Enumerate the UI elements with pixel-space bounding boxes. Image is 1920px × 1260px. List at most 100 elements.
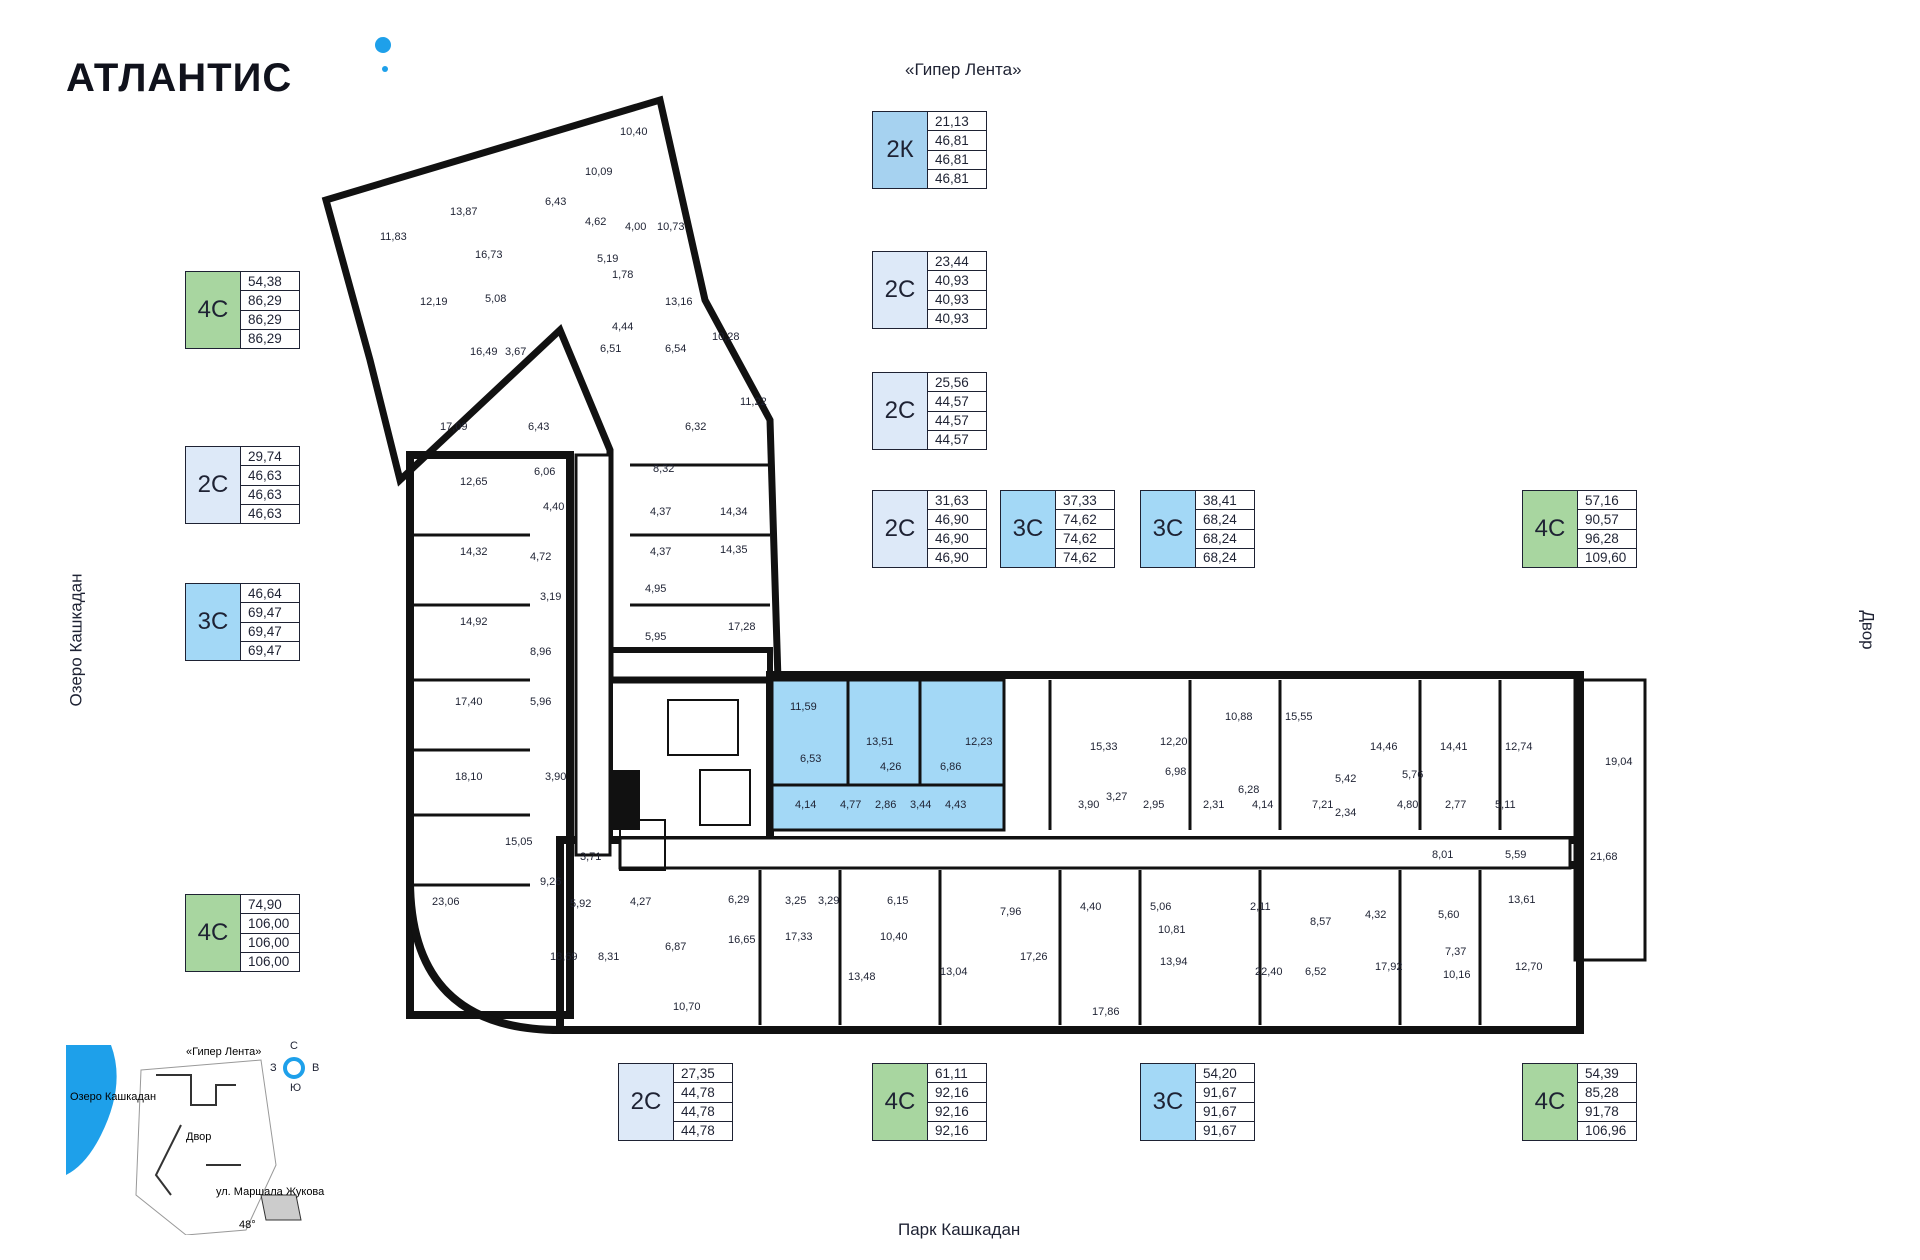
card-value: 68,24	[1196, 530, 1254, 549]
room-area-label: 5,08	[485, 293, 506, 305]
card-value: 69,47	[248, 643, 282, 659]
card-value: 106,96	[1585, 1123, 1627, 1139]
minimap-mall-label: «Гипер Лента»	[186, 1046, 261, 1058]
apartment-card-4c[interactable]: 4С 54,38 86,29 86,29 86,29	[185, 271, 300, 349]
room-area-label: 4,14	[795, 799, 816, 811]
card-value: 106,00	[241, 914, 299, 934]
room-area-label: 2,77	[1445, 799, 1466, 811]
room-area-label: 17,33	[785, 931, 813, 943]
card-value: 23,44	[928, 252, 986, 272]
card-value: 91,67	[1196, 1103, 1254, 1122]
apartment-card-2c[interactable]: 2С 31,63 46,90 46,90 46,90	[872, 490, 987, 568]
room-area-label: 12,70	[1515, 961, 1543, 973]
card-type: 4С	[873, 1064, 928, 1140]
room-area-label: 4,80	[1397, 799, 1418, 811]
card-value: 74,62	[1056, 510, 1114, 530]
room-area-label: 11,59	[790, 701, 817, 713]
room-area-label: 6,43	[545, 196, 566, 208]
room-area-label: 18,10	[455, 771, 483, 783]
compass-w: З	[270, 1062, 277, 1074]
room-area-label: 17,09	[440, 421, 468, 433]
room-area-label: 3,29	[818, 895, 839, 907]
room-area-label: 17,40	[455, 696, 483, 708]
apartment-card-2c[interactable]: 2С 27,35 44,78 44,78 44,78	[618, 1063, 733, 1141]
room-area-label: 16,73	[475, 249, 503, 261]
room-area-label: 5,42	[1335, 773, 1356, 785]
room-area-label: 8,32	[653, 463, 674, 475]
card-value: 46,63	[241, 486, 299, 505]
room-area-label: 19,04	[1605, 756, 1633, 768]
room-area-label: 13,04	[940, 966, 968, 978]
compass-s: Ю	[290, 1082, 302, 1094]
card-value: 46,81	[935, 171, 969, 187]
card-value: 40,93	[928, 271, 986, 291]
apartment-card-4c[interactable]: 4С 61,11 92,16 92,16 92,16	[872, 1063, 987, 1141]
card-value: 31,63	[928, 491, 986, 511]
room-area-label: 21,68	[1590, 851, 1618, 863]
site-minimap: Озеро Кашкадан «Гипер Лента» Двор ул. Ма…	[66, 1045, 325, 1235]
room-area-label: 10,88	[1225, 711, 1253, 723]
card-value: 44,57	[928, 412, 986, 431]
room-area-label: 14,41	[1440, 741, 1468, 753]
room-area-label: 11,83	[380, 231, 407, 243]
room-area-label: 2,34	[1335, 807, 1356, 819]
room-area-label: 2,95	[1143, 799, 1164, 811]
apartment-card-3c[interactable]: 3С 54,20 91,67 91,67 91,67	[1140, 1063, 1255, 1141]
apartment-card-4c[interactable]: 4С 54,39 85,28 91,78 106,96	[1522, 1063, 1637, 1141]
room-area-label: 10,40	[880, 931, 908, 943]
room-area-label: 14,92	[460, 616, 488, 628]
room-area-label: 4,77	[840, 799, 861, 811]
apartment-card-2c[interactable]: 2С 29,74 46,63 46,63 46,63	[185, 446, 300, 524]
apartment-card-4c[interactable]: 4С 57,16 90,57 96,28 109,60	[1522, 490, 1637, 568]
room-area-label: 5,59	[1505, 849, 1526, 861]
apartment-card-2c[interactable]: 2С 23,44 40,93 40,93 40,93	[872, 251, 987, 329]
card-value: 37,33	[1056, 491, 1114, 511]
apartment-card-4c[interactable]: 4С 74,90 106,00 106,00 106,00	[185, 894, 300, 972]
room-area-label: 6,28	[1238, 784, 1259, 796]
room-area-label: 6,15	[887, 895, 908, 907]
room-area-label: 12,20	[1160, 736, 1188, 748]
apartment-card-3c[interactable]: 3С 37,33 74,62 74,62 74,62	[1000, 490, 1115, 568]
apartment-card-2c[interactable]: 2С 25,56 44,57 44,57 44,57	[872, 372, 987, 450]
room-area-label: 6,51	[600, 343, 621, 355]
room-area-label: 13,16	[665, 296, 693, 308]
room-area-label: 6,32	[685, 421, 706, 433]
card-value: 92,16	[928, 1103, 986, 1122]
card-value: 46,81	[928, 131, 986, 151]
room-area-label: 14,46	[1370, 741, 1398, 753]
card-value: 46,90	[935, 550, 969, 566]
room-area-label: 13,51	[866, 736, 894, 748]
room-area-label: 17,92	[1375, 961, 1403, 973]
room-area-label: 12,74	[1505, 741, 1533, 753]
room-area-label: 3,90	[1078, 799, 1099, 811]
card-value: 96,28	[1578, 530, 1636, 549]
room-area-label: 1,78	[612, 269, 633, 281]
card-value: 29,74	[241, 447, 299, 467]
apartment-card-3c[interactable]: 3С 38,41 68,24 68,24 68,24	[1140, 490, 1255, 568]
room-area-label: 12,19	[420, 296, 448, 308]
apartment-card-2k[interactable]: 2К 21,13 46,81 46,81 46,81	[872, 111, 987, 189]
room-area-label: 4,72	[530, 551, 551, 563]
room-area-label: 14,32	[460, 546, 488, 558]
room-area-label: 10,81	[1158, 924, 1186, 936]
card-value: 44,57	[928, 392, 986, 412]
card-value: 86,29	[248, 331, 282, 347]
room-area-label: 7,96	[1000, 906, 1021, 918]
room-area-label: 8,96	[530, 646, 551, 658]
logo-dot-small-icon	[382, 66, 388, 72]
brand-logo: АТЛАНТИС	[66, 56, 293, 100]
card-value: 106,00	[248, 954, 290, 970]
card-value: 92,16	[928, 1083, 986, 1103]
card-value: 46,90	[928, 530, 986, 549]
room-area-label: 4,14	[1252, 799, 1273, 811]
apartment-card-3c[interactable]: 3С 46,64 69,47 69,47 69,47	[185, 583, 300, 661]
room-area-label: 6,98	[1165, 766, 1186, 778]
room-area-label: 5,92	[570, 898, 591, 910]
room-area-label: 2,86	[875, 799, 896, 811]
card-type: 4С	[186, 895, 241, 971]
room-area-label: 13,87	[450, 206, 478, 218]
compass-icon	[283, 1057, 305, 1079]
room-area-label: 4,95	[645, 583, 666, 595]
room-area-label: 4,32	[1365, 909, 1386, 921]
